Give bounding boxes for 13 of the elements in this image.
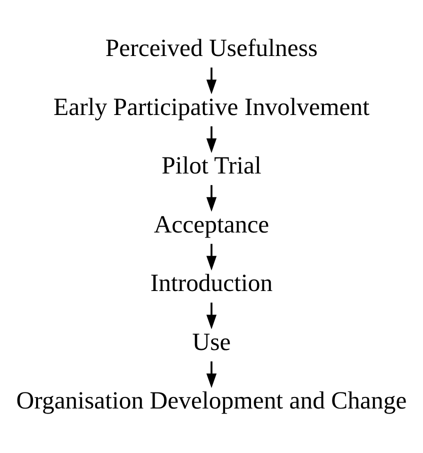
arrow [206,302,217,330]
arrow [206,68,217,94]
arrow [206,185,217,212]
node-text: Perceived Usefulness [105,35,318,62]
arrow [206,244,217,270]
node-text: Pilot Trial [162,152,262,180]
node-text: Organisation Development and Change [16,388,407,415]
node-text: Use [192,328,231,356]
node-text: Introduction [150,270,273,298]
node-text: Early Participative Involvement [54,94,370,121]
node-text: Acceptance [154,211,270,238]
arrow [206,361,217,388]
arrow [206,126,217,153]
